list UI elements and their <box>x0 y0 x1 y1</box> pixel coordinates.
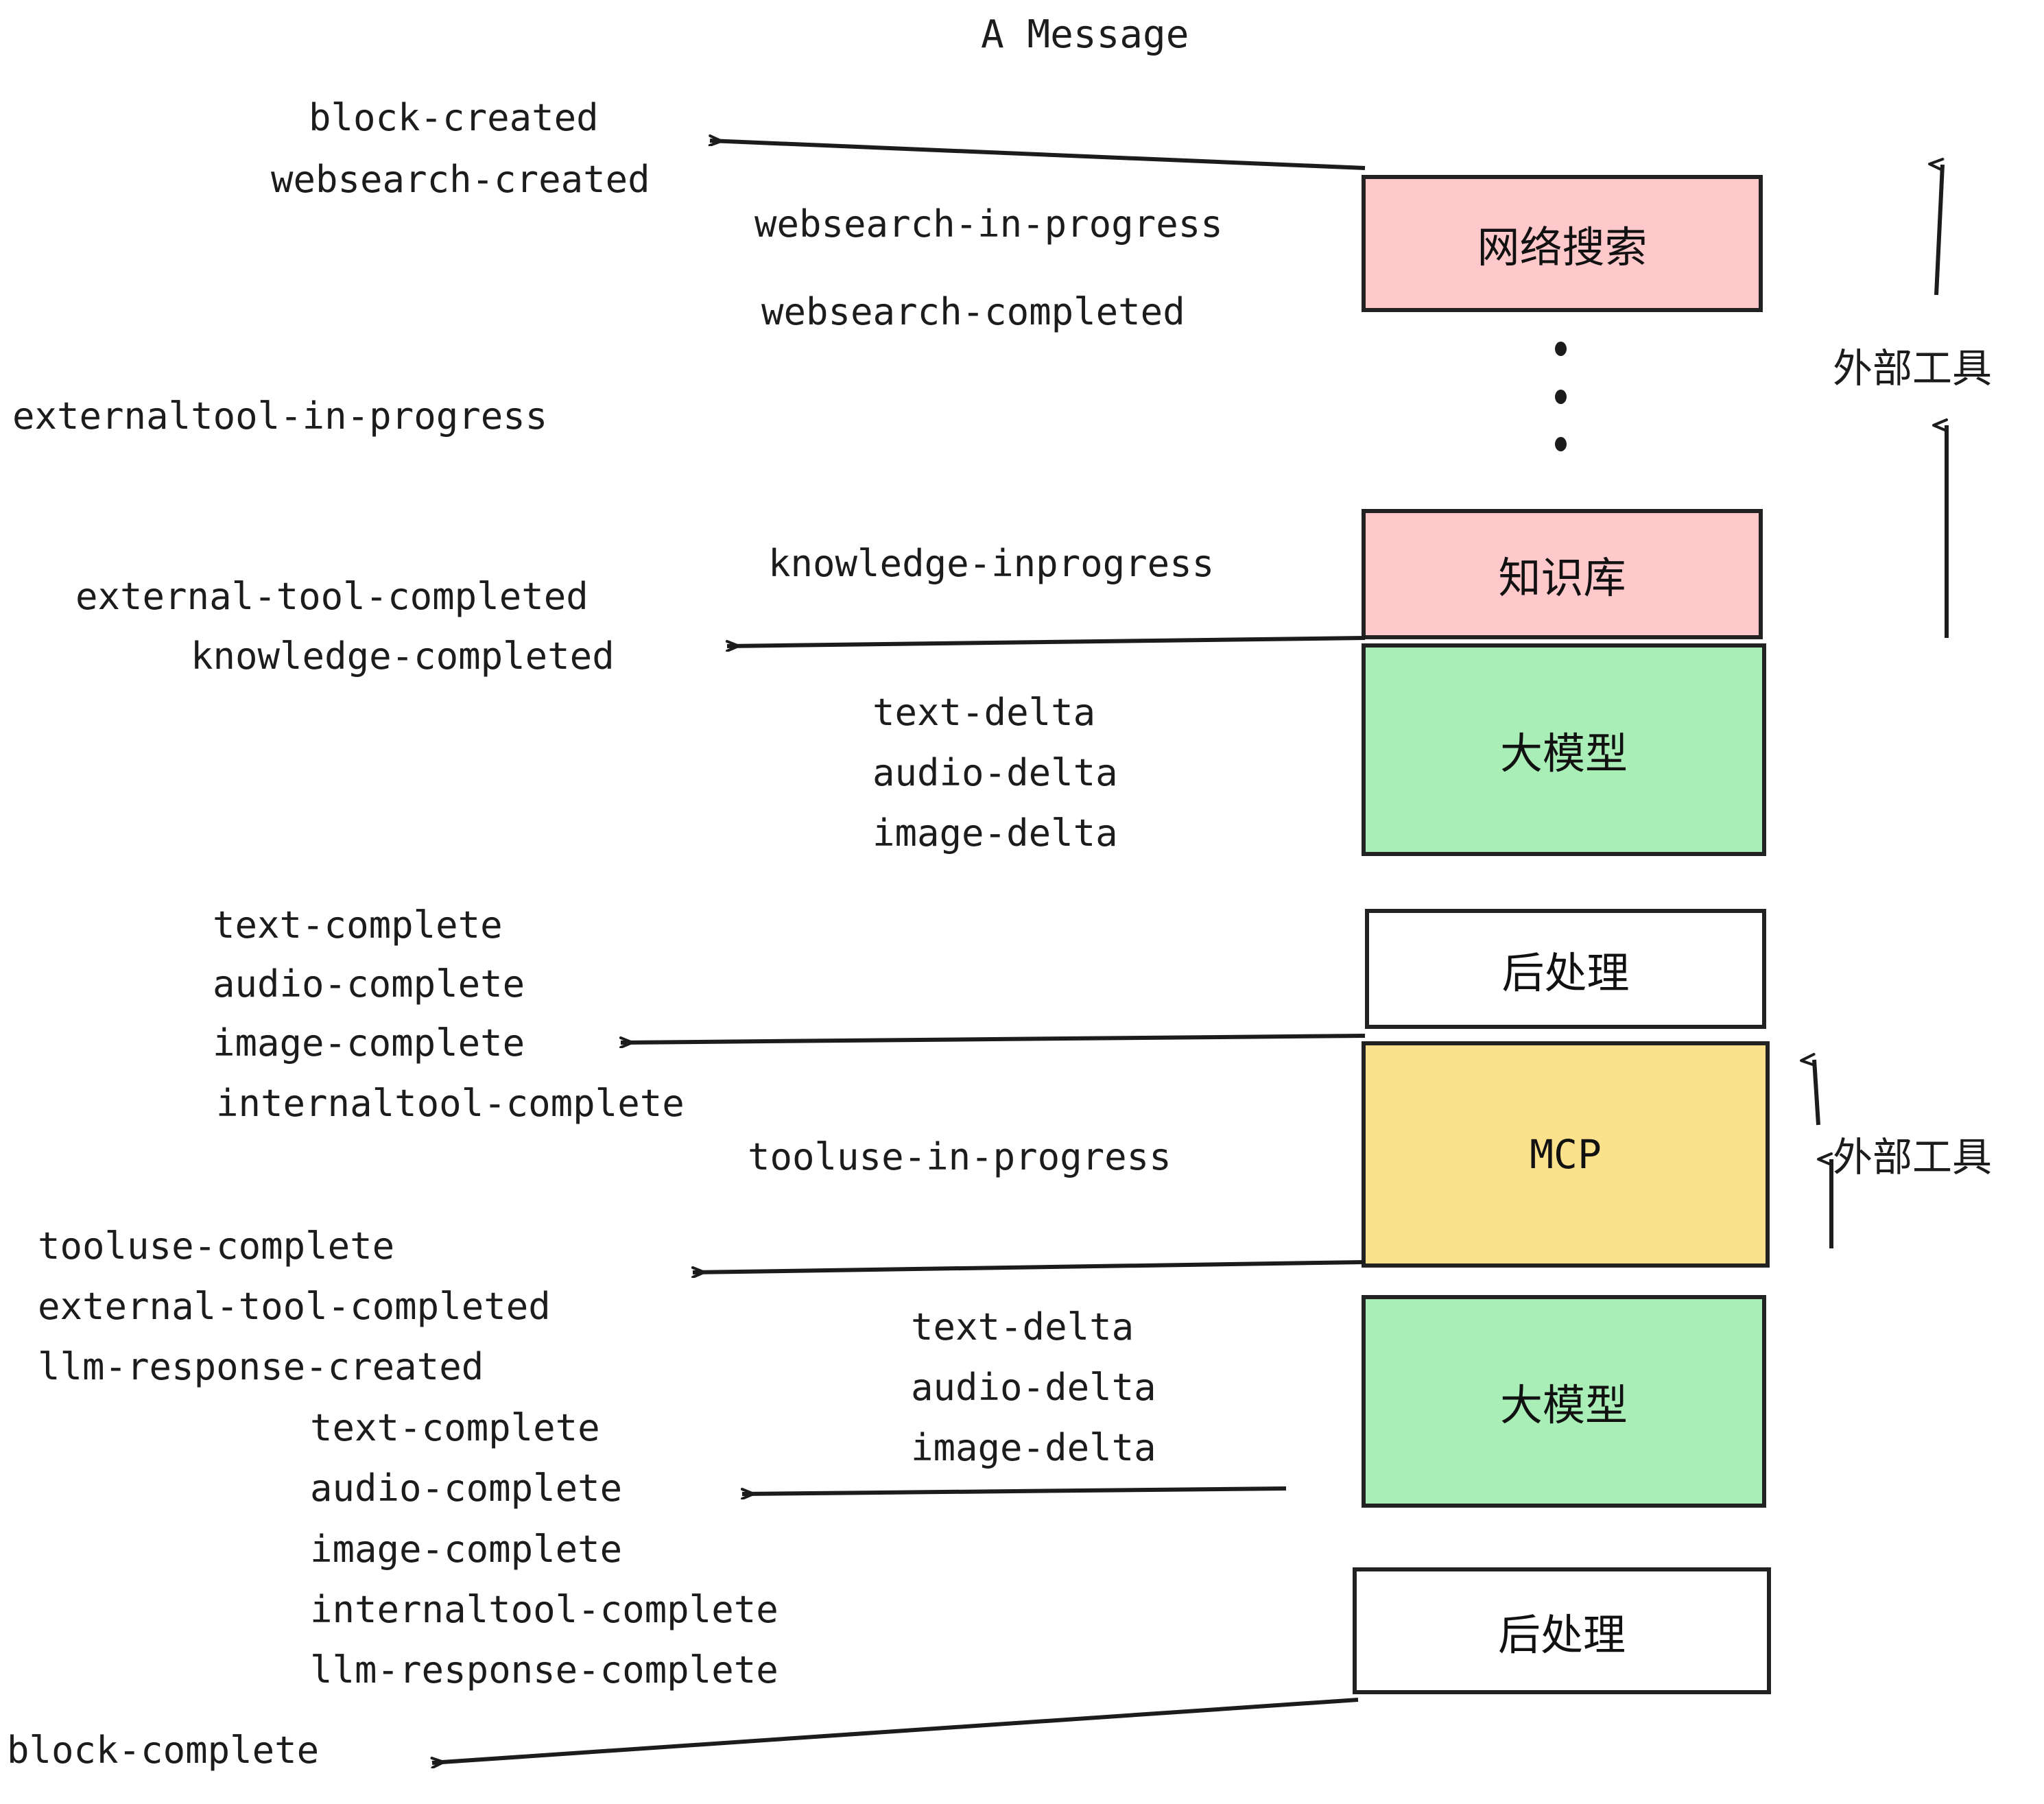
event-websearch-created: websearch-created <box>271 158 650 201</box>
event-knowledge-completed: knowledge-completed <box>191 634 615 678</box>
event-tooluse-in-progress: tooluse-in-progress <box>748 1135 1172 1178</box>
page-title: A Message <box>981 12 1189 57</box>
event-internaltool-complete-2: internaltool-complete <box>310 1588 779 1631</box>
event-text-complete-1: text-complete <box>213 903 503 947</box>
node-llm-1[interactable]: 大模型 <box>1362 643 1766 856</box>
arrow-websearch-to-created <box>710 141 1366 170</box>
event-image-delta-1: image-delta <box>872 811 1118 855</box>
event-image-complete-1: image-complete <box>213 1021 525 1065</box>
vertical-ellipsis <box>1554 342 1567 451</box>
event-llm-response-created: llm-response-created <box>38 1345 484 1388</box>
event-image-delta-2: image-delta <box>911 1426 1156 1469</box>
arrow-postprocess2-to-block-complete <box>432 1698 1359 1763</box>
ellipsis-dot <box>1554 389 1567 404</box>
node-post-process-1-label: 后处理 <box>1501 947 1630 998</box>
node-post-process-2[interactable]: 后处理 <box>1353 1567 1771 1694</box>
node-llm-2-label: 大模型 <box>1499 1380 1628 1430</box>
event-audio-delta-1: audio-delta <box>872 751 1118 794</box>
event-text-delta-2: text-delta <box>911 1305 1134 1349</box>
node-knowledge-base[interactable]: 知识库 <box>1362 509 1763 639</box>
arrow-llm2-to-audio-complete <box>742 1486 1287 1494</box>
event-block-complete: block-complete <box>7 1729 320 1772</box>
arrow-knowledge-to-completed <box>727 636 1366 646</box>
arrow-mcp-to-tooluse-complete <box>693 1260 1366 1272</box>
event-block-created: block-created <box>309 96 599 139</box>
node-web-search-label: 网络搜索 <box>1477 222 1648 272</box>
event-text-delta-1: text-delta <box>872 691 1096 734</box>
ellipsis-dot <box>1554 437 1567 451</box>
external-tool-bracket-bottom <box>1814 1060 1833 1248</box>
event-audio-delta-2: audio-delta <box>911 1366 1156 1409</box>
arrow-postprocess1-to-image-complete <box>621 1034 1366 1043</box>
event-externaltool-in-progress: externaltool-in-progress <box>12 394 548 438</box>
node-mcp-label: MCP <box>1530 1131 1602 1178</box>
node-knowledge-base-label: 知识库 <box>1498 553 1626 603</box>
node-llm-2[interactable]: 大模型 <box>1362 1295 1766 1508</box>
event-audio-complete-1: audio-complete <box>213 962 525 1006</box>
node-llm-1-label: 大模型 <box>1499 728 1628 779</box>
event-llm-response-complete: llm-response-complete <box>310 1648 779 1692</box>
event-knowledge-inprogress: knowledge-inprogress <box>768 542 1215 585</box>
ellipsis-dot <box>1554 342 1567 356</box>
event-audio-complete-2: audio-complete <box>310 1467 623 1510</box>
node-web-search[interactable]: 网络搜索 <box>1362 175 1763 312</box>
event-external-tool-completed-2: external-tool-completed <box>38 1285 551 1328</box>
event-image-complete-2: image-complete <box>310 1528 623 1571</box>
node-post-process-2-label: 后处理 <box>1497 1609 1626 1660</box>
node-post-process-1[interactable]: 后处理 <box>1365 909 1766 1029</box>
external-tool-label-top: 外部工具 <box>1833 345 1993 392</box>
event-text-complete-2: text-complete <box>310 1406 600 1449</box>
event-websearch-in-progress: websearch-in-progress <box>754 202 1223 246</box>
event-tooluse-complete: tooluse-complete <box>38 1224 395 1268</box>
event-external-tool-completed-1: external-tool-completed <box>75 575 589 618</box>
event-internaltool-complete-1: internaltool-complete <box>216 1082 685 1125</box>
node-mcp[interactable]: MCP <box>1362 1041 1770 1268</box>
event-websearch-completed: websearch-completed <box>761 290 1185 333</box>
external-tool-bracket-top <box>1936 165 1949 638</box>
external-tool-label-bottom: 外部工具 <box>1833 1134 1993 1180</box>
